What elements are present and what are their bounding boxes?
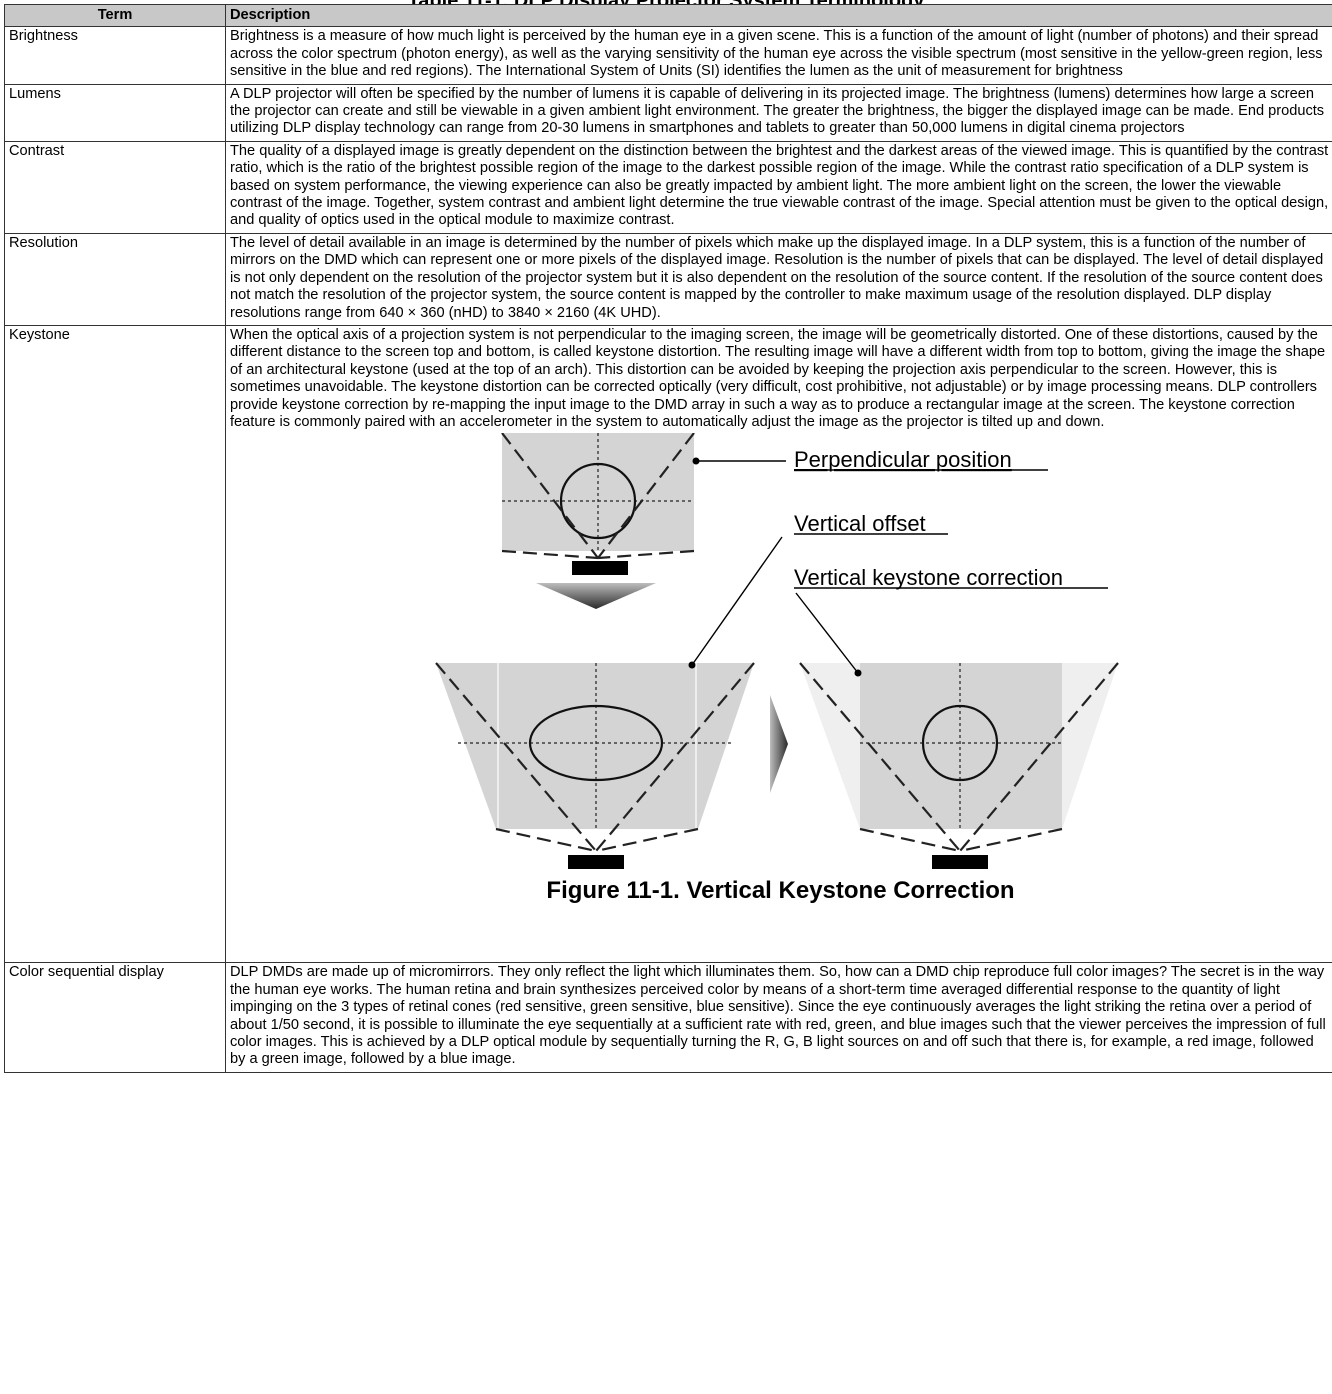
label-keystone-correction: Vertical keystone correction <box>794 565 1063 590</box>
keystone-figure: Perpendicular position Vertical offset V… <box>230 433 1331 873</box>
projector-icon <box>572 561 628 576</box>
description-cell: The level of detail available in an imag… <box>225 232 1332 326</box>
corrected-circle <box>921 705 999 782</box>
keystone-correction-panel <box>795 592 1119 870</box>
keystone-description: When the optical axis of a projection sy… <box>230 326 1326 430</box>
screen-rect <box>502 433 694 552</box>
label-vertical-offset: Vertical offset <box>794 511 926 536</box>
table-row-contrast: Contrast The quality of a displayed imag… <box>4 140 1332 234</box>
term-cell: Color sequential display <box>4 962 226 1073</box>
corrected-rect <box>860 663 1062 830</box>
description-cell: DLP DMDs are made up of micromirrors. Th… <box>225 962 1332 1073</box>
table-header-row: Term Description <box>4 3 1332 28</box>
description-cell: The quality of a displayed image is grea… <box>225 140 1332 234</box>
table-row-brightness: Brightness Brightness is a measure of ho… <box>4 26 1332 85</box>
terminology-table: Term Description Brightness Brightness i… <box>4 3 1332 1073</box>
description-cell: When the optical axis of a projection sy… <box>225 324 1332 964</box>
distorted-ellipse <box>528 705 664 782</box>
projector-icon <box>932 855 988 870</box>
keystone-trapezoid <box>436 663 754 830</box>
description-cell: A DLP projector will often be specified … <box>225 83 1332 142</box>
term-cell: Keystone <box>4 324 226 964</box>
term-column-header: Term <box>4 3 226 28</box>
term-cell: Lumens <box>4 83 226 142</box>
description-cell: Brightness is a measure of how much ligh… <box>225 26 1332 85</box>
table-row-keystone: Keystone When the optical axis of a proj… <box>4 324 1332 964</box>
label-perpendicular: Perpendicular position <box>794 447 1012 472</box>
term-cell: Contrast <box>4 140 226 234</box>
right-arrow-icon <box>770 695 788 794</box>
image-circle <box>559 463 637 540</box>
table-row-color-sequential: Color sequential display DLP DMDs are ma… <box>4 962 1332 1073</box>
keystone-diagram: Perpendicular position Vertical offset V… <box>435 433 1119 870</box>
down-arrow-icon <box>536 583 656 610</box>
perpendicular-panel <box>501 433 786 576</box>
projector-icon <box>568 855 624 870</box>
term-cell: Brightness <box>4 26 226 85</box>
figure-caption: Figure 11-1. Vertical Keystone Correctio… <box>546 877 1015 905</box>
vertical-offset-panel <box>435 536 783 870</box>
description-column-header: Description <box>225 3 1332 28</box>
table-row-lumens: Lumens A DLP projector will often be spe… <box>4 83 1332 142</box>
table-row-resolution: Resolution The level of detail available… <box>4 232 1332 326</box>
term-cell: Resolution <box>4 232 226 326</box>
